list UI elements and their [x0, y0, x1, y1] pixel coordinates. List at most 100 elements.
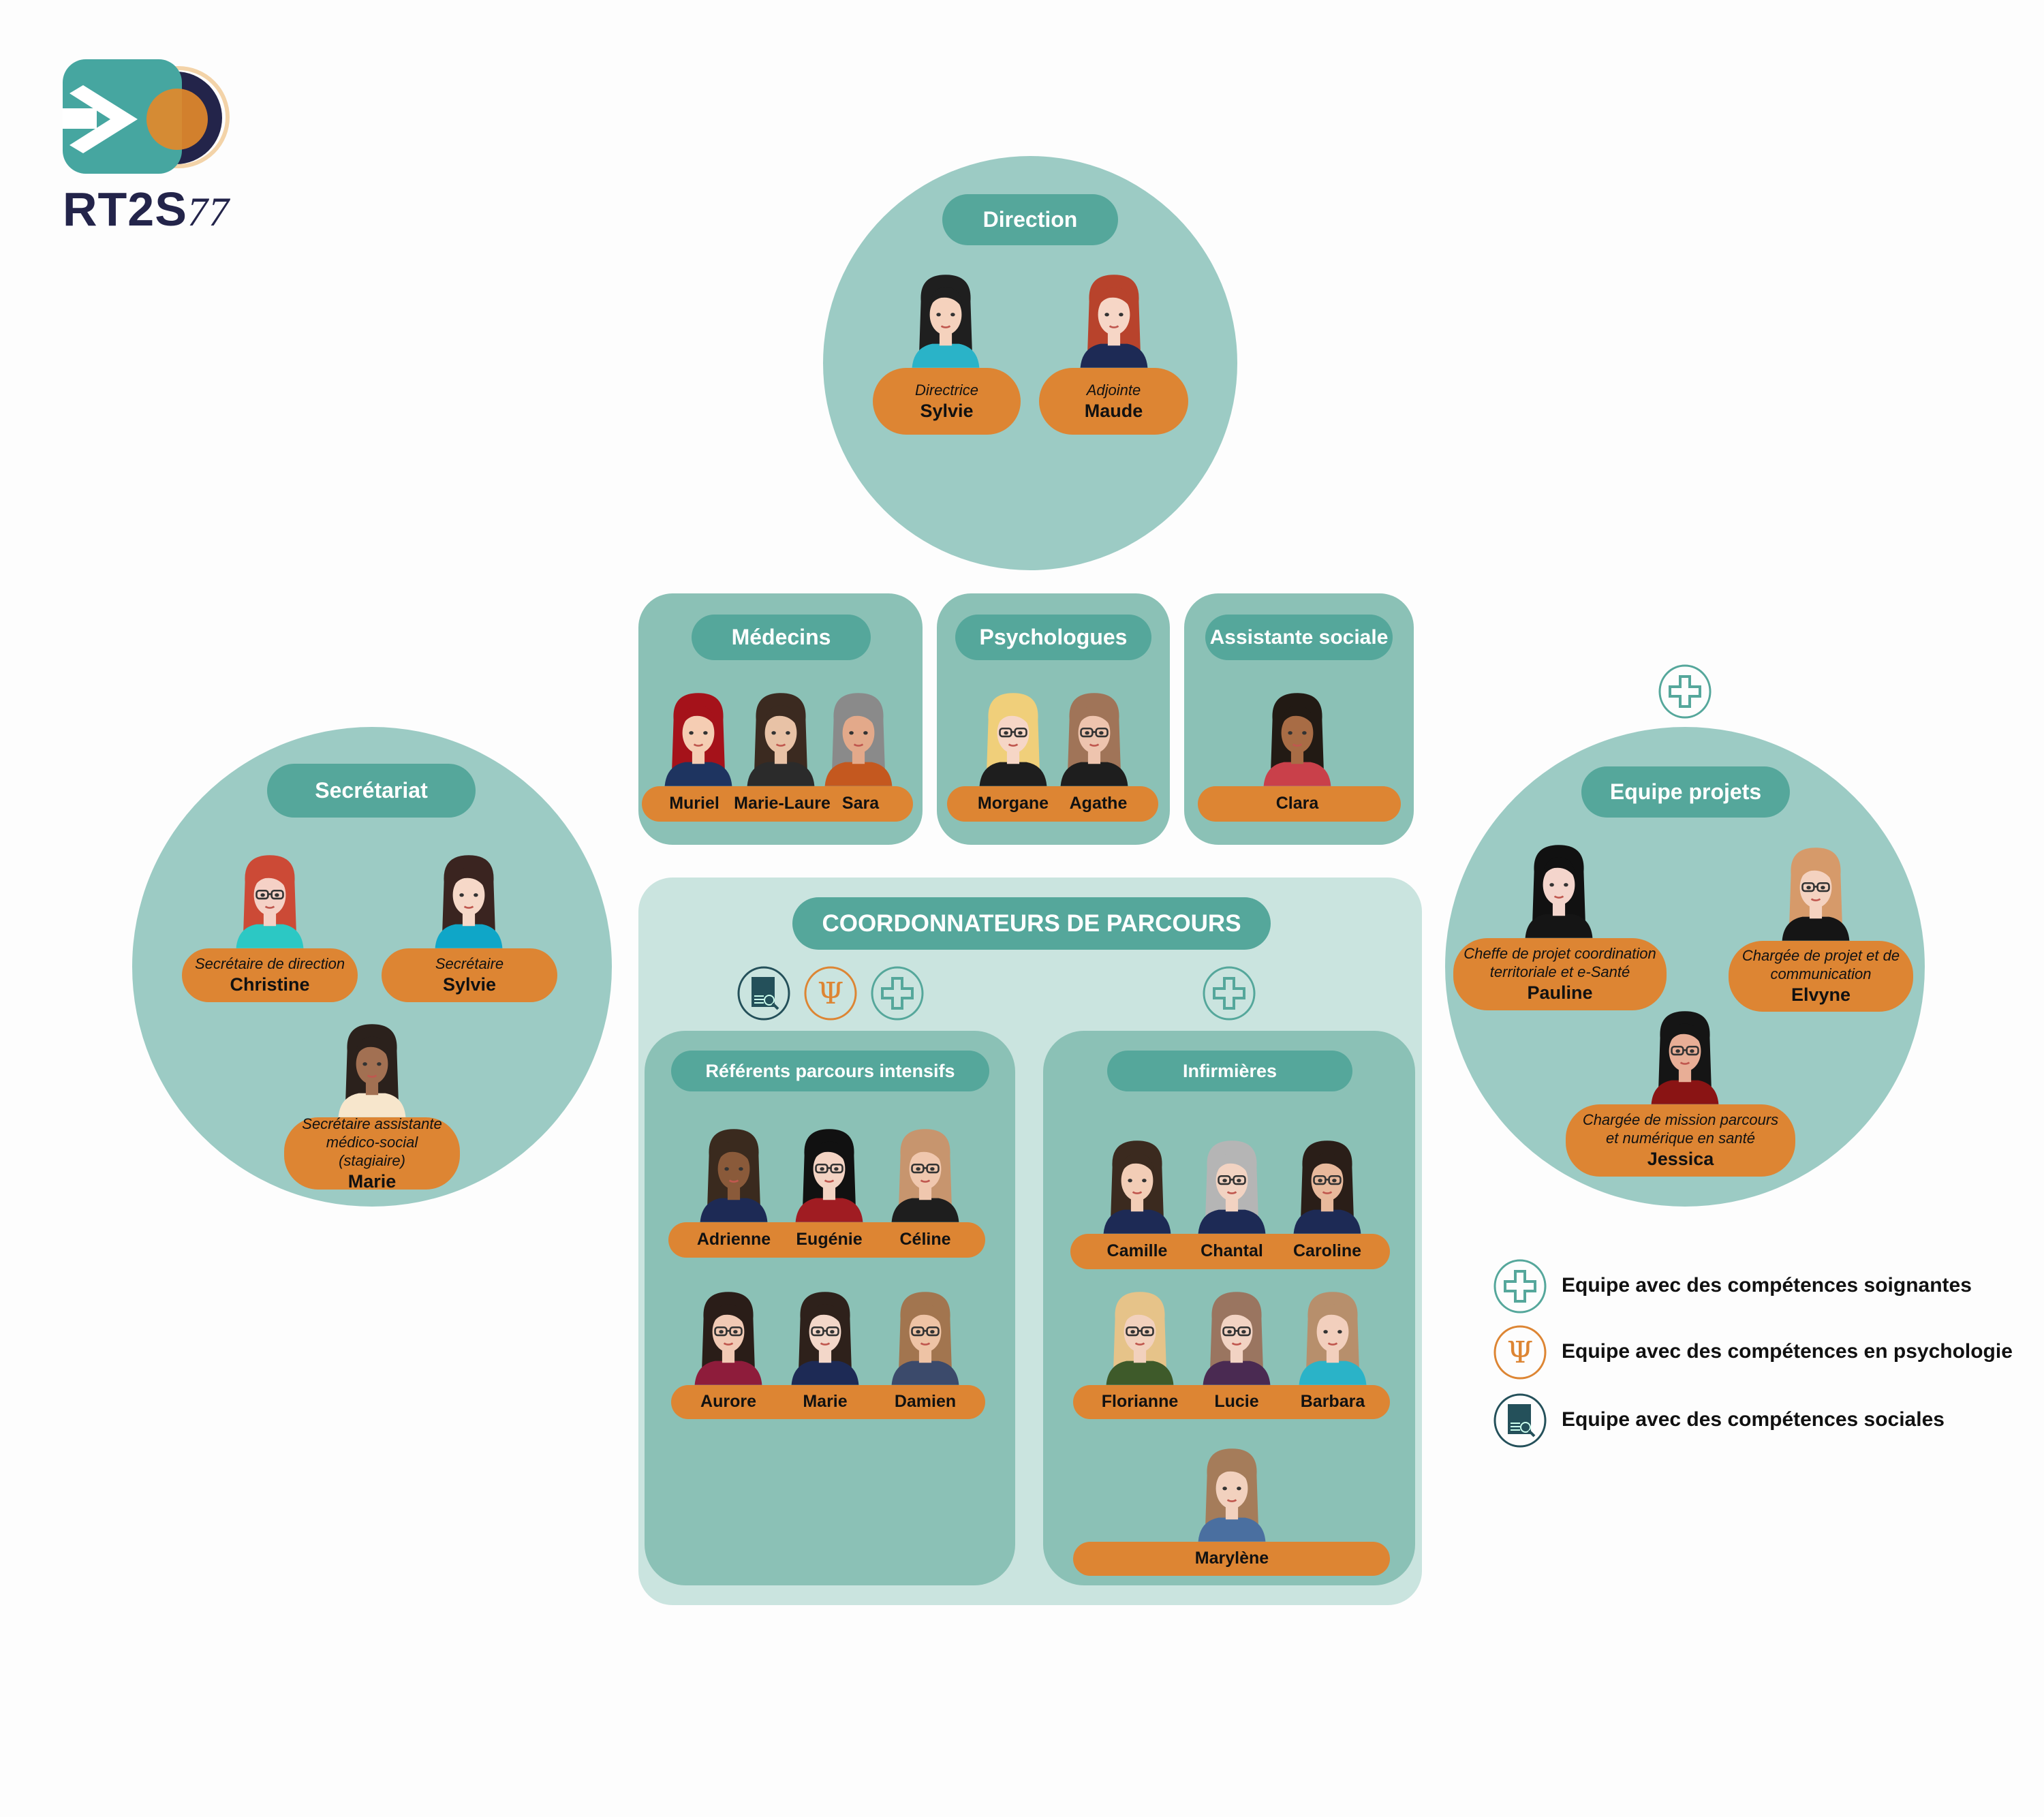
name: Marie [347, 1170, 397, 1192]
avatar [1253, 684, 1342, 786]
role: Chargée de mission parcours et numérique… [1582, 1111, 1779, 1147]
name: Clara [1275, 794, 1319, 813]
avatar [781, 1283, 869, 1385]
psi-icon: Ψ [803, 966, 858, 1021]
names-bar [668, 1222, 985, 1258]
avatar [785, 1120, 873, 1222]
avatar [226, 846, 314, 948]
logo-mark-icon [63, 59, 230, 174]
plus-icon [1493, 1259, 1547, 1314]
names-bar [1070, 1234, 1390, 1269]
name: Marylène [1194, 1549, 1269, 1568]
avatar [969, 684, 1057, 786]
avatar [424, 846, 513, 948]
name: Muriel [669, 794, 719, 813]
person-card: Secrétaire assistante médico-social (sta… [284, 1115, 460, 1192]
avatar [881, 1120, 970, 1222]
legend-label: Equipe avec des compétences soignantes [1562, 1274, 1972, 1296]
avatar [1771, 839, 1860, 941]
avatar [684, 1283, 773, 1385]
avatar [690, 1120, 778, 1222]
person-card: Chargée de mission parcours et numérique… [1566, 1104, 1795, 1177]
avatar [1188, 1132, 1276, 1234]
avatar [1283, 1132, 1372, 1234]
avatar [328, 1015, 416, 1117]
referents-title: Référents parcours intensifs [671, 1051, 989, 1091]
names-bar [671, 1385, 985, 1419]
avatar [1641, 1002, 1729, 1104]
role: Secrétaire [435, 955, 504, 972]
coordonnateurs-title: COORDONNATEURS DE PARCOURS [792, 897, 1271, 950]
plus-icon [1202, 966, 1256, 1021]
name: Damien [894, 1392, 957, 1411]
medecins-title: Médecins [692, 615, 871, 660]
svg-text:Ψ: Ψ [818, 976, 844, 1011]
avatar [1188, 1440, 1276, 1542]
name: Barbara [1300, 1392, 1365, 1411]
name: Eugénie [796, 1230, 863, 1249]
role: Adjointe [1086, 381, 1141, 399]
role: Secrétaire assistante médico-social (sta… [302, 1115, 442, 1169]
names-bar [1198, 786, 1401, 822]
document-search-icon [1493, 1393, 1547, 1448]
role: Chargée de projet et de communication [1741, 947, 1900, 982]
assistante-title: Assistante sociale [1205, 615, 1393, 660]
legend-label: Equipe avec des compétences en psycholog… [1562, 1340, 2013, 1363]
avatar [1515, 836, 1603, 938]
names-bar [1073, 1385, 1390, 1419]
plus-icon [1658, 664, 1712, 719]
name: Sylvie [442, 974, 497, 995]
name: Camille [1106, 1241, 1168, 1260]
name: Jessica [1647, 1149, 1714, 1169]
names-bar [947, 786, 1158, 822]
name: Adrienne [696, 1230, 771, 1249]
plus-icon [870, 966, 925, 1021]
name: Christine [230, 974, 310, 995]
name: Marie-Laure [734, 794, 831, 813]
name: Caroline [1292, 1241, 1362, 1260]
role: Cheffe de projet coordination territoria… [1464, 945, 1656, 980]
secretariat-title: Secrétariat [267, 764, 476, 818]
infirmieres-title: Infirmières [1107, 1051, 1352, 1091]
name: Chantal [1201, 1241, 1263, 1260]
logo: RT2S77 [63, 59, 240, 243]
name: Maude [1084, 400, 1143, 421]
avatar [1288, 1283, 1377, 1385]
avatar [654, 684, 743, 786]
avatar [1093, 1132, 1181, 1234]
document-search-icon [737, 966, 791, 1021]
psychologues-title: Psychologues [955, 615, 1151, 660]
names-bar [1073, 1542, 1390, 1576]
names-bar [642, 786, 913, 822]
svg-text:Ψ: Ψ [1507, 1335, 1534, 1370]
role: Secrétaire de direction [194, 955, 345, 972]
avatar [1070, 266, 1158, 368]
psi-icon: Ψ [1493, 1325, 1547, 1380]
avatar [737, 684, 825, 786]
projets-title: Equipe projets [1581, 766, 1790, 818]
name: Lucie [1214, 1392, 1259, 1411]
avatar [881, 1283, 970, 1385]
name: Sylvie [920, 400, 974, 421]
name: Elvyne [1791, 984, 1851, 1005]
avatar [1192, 1283, 1281, 1385]
person-card: Cheffe de projet coordination territoria… [1453, 938, 1667, 1010]
legend-label: Equipe avec des compétences sociales [1562, 1408, 1945, 1431]
name: Sara [841, 794, 880, 813]
role: Directrice [915, 381, 978, 399]
name: Céline [899, 1230, 951, 1249]
avatar [901, 266, 990, 368]
direction-title: Direction [942, 194, 1118, 245]
name: Marie [803, 1392, 848, 1411]
name: Agathe [1069, 794, 1128, 813]
name: Pauline [1527, 982, 1593, 1003]
name: Aurore [700, 1392, 756, 1411]
avatar [814, 684, 903, 786]
name: Morgane [977, 794, 1049, 813]
avatar [1050, 684, 1139, 786]
